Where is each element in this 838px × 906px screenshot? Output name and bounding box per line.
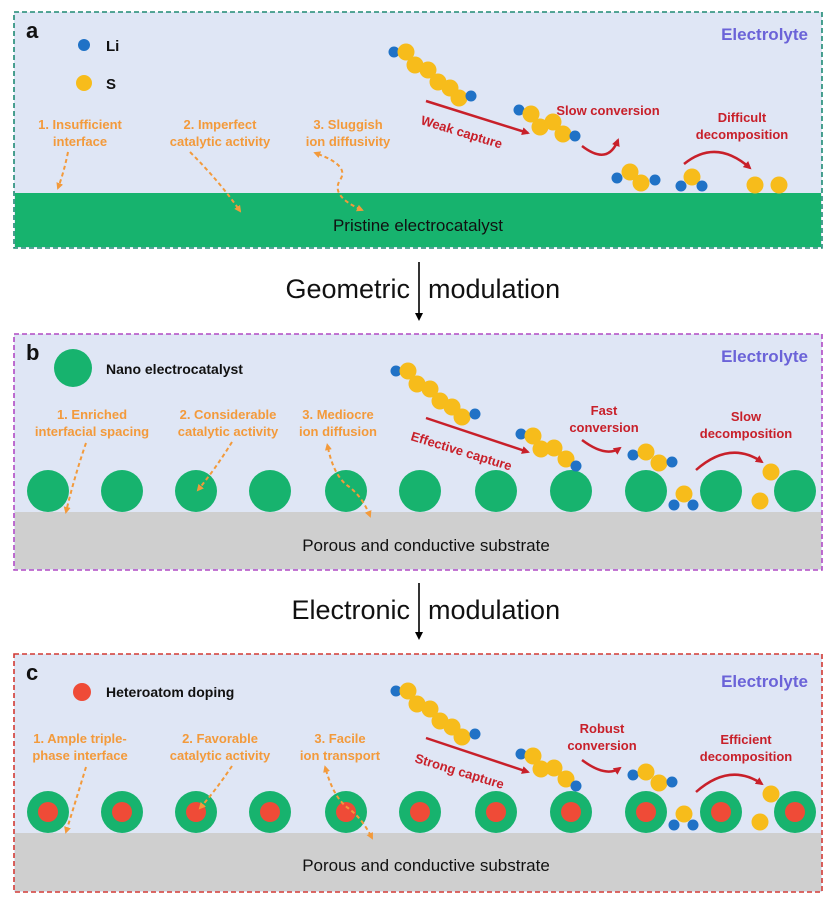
porous-substrate-b [15, 512, 821, 569]
panel-b-short-chain [627, 443, 678, 472]
porous-substrate-c [15, 833, 821, 891]
li-legend-label: Li [106, 38, 119, 55]
panel-b-decomposition-arrow [695, 451, 764, 471]
heteroatom-doping-legend-label: Heteroatom doping [106, 684, 234, 700]
panel-a-issue-2-arrow [189, 151, 242, 213]
panel-b-letter: b [26, 340, 39, 365]
panel-b-product-s [751, 492, 769, 510]
panel-b-electrolyte-label: Electrolyte [721, 347, 808, 366]
panel-a-product-s [746, 176, 764, 194]
panel-b-medium-chain [515, 427, 582, 472]
nano-electrocatalyst-legend-label: Nano electrocatalyst [106, 361, 243, 377]
heteroatom-doping-legend-icon [73, 683, 91, 701]
panel-a-issue-3-arrow [313, 151, 364, 212]
panel-a-product-s [770, 176, 788, 194]
nano-electrocatalyst-legend-icon [54, 349, 92, 387]
panel-b-conversion-arrow [581, 438, 622, 455]
panel-c-product-s [762, 785, 780, 803]
panel-c-product-s [751, 813, 769, 831]
panel-b-product-s [762, 463, 780, 481]
electronic-modulation-left-label: Electronic [291, 595, 410, 625]
electronic-modulation-right-label: modulation [428, 595, 560, 625]
panel-a-long-chain [388, 43, 477, 107]
panel-c-decomposition-arrow [695, 773, 764, 793]
panel-c-capture-arrow [425, 736, 530, 774]
panel-c-li2s2-cluster [668, 805, 699, 831]
panel-a-li2s2-cluster [675, 168, 708, 192]
geometric-modulation-right-label: modulation [428, 274, 560, 304]
panel-a-capture-arrow [425, 99, 530, 136]
panel-a-short-chain [611, 163, 661, 192]
s-legend-icon [76, 75, 92, 91]
panel-a-issue-1-arrow [56, 151, 69, 190]
panel-c-issue-3-arrow [323, 765, 373, 840]
panel-b: b Electrolyte Nano electrocatalyst 1. En… [13, 333, 823, 571]
electronic-modulation-arrow: Electronic modulation [291, 583, 560, 640]
panel-c-letter: c [26, 660, 38, 685]
panel-c-long-chain [390, 682, 481, 746]
panel-b-li2s2-cluster [668, 485, 699, 511]
panel-a-medium-chain [513, 104, 581, 143]
geometric-modulation-arrow: Geometric modulation [285, 262, 560, 321]
li-legend-icon [78, 39, 90, 51]
panel-a-conversion-label: Slow conversion [556, 103, 659, 118]
panel-b-issue-2-arrow [196, 441, 233, 492]
pristine-electrocatalyst-layer [15, 193, 821, 247]
panel-a-electrolyte-label: Electrolyte [721, 25, 808, 44]
panel-a-base-label: Pristine electrocatalyst [333, 216, 503, 235]
panel-b-base-label: Porous and conductive substrate [302, 536, 550, 555]
s-legend-label: S [106, 76, 116, 93]
panel-b-issue-3-arrow [324, 443, 372, 518]
panel-a-letter: a [26, 18, 39, 43]
panel-c: c Electrolyte Heteroatom doping 1. Ample… [13, 653, 823, 893]
panel-a-conversion-arrow [581, 138, 620, 156]
panel-a-decomposition-arrow [683, 150, 752, 170]
panel-c-conversion-arrow [581, 758, 622, 775]
panel-c-electrolyte-label: Electrolyte [721, 672, 808, 691]
panel-b-long-chain [390, 362, 481, 426]
panel-c-base-label: Porous and conductive substrate [302, 856, 550, 875]
panel-b-capture-arrow [425, 416, 530, 454]
panel-c-medium-chain [515, 747, 582, 792]
panel-b-issue-1-arrow [63, 442, 87, 514]
panel-c-issue-1: 1. Ample triple-phase interface [32, 731, 127, 763]
geometric-modulation-left-label: Geometric [285, 274, 410, 304]
panel-c-short-chain [627, 763, 678, 792]
